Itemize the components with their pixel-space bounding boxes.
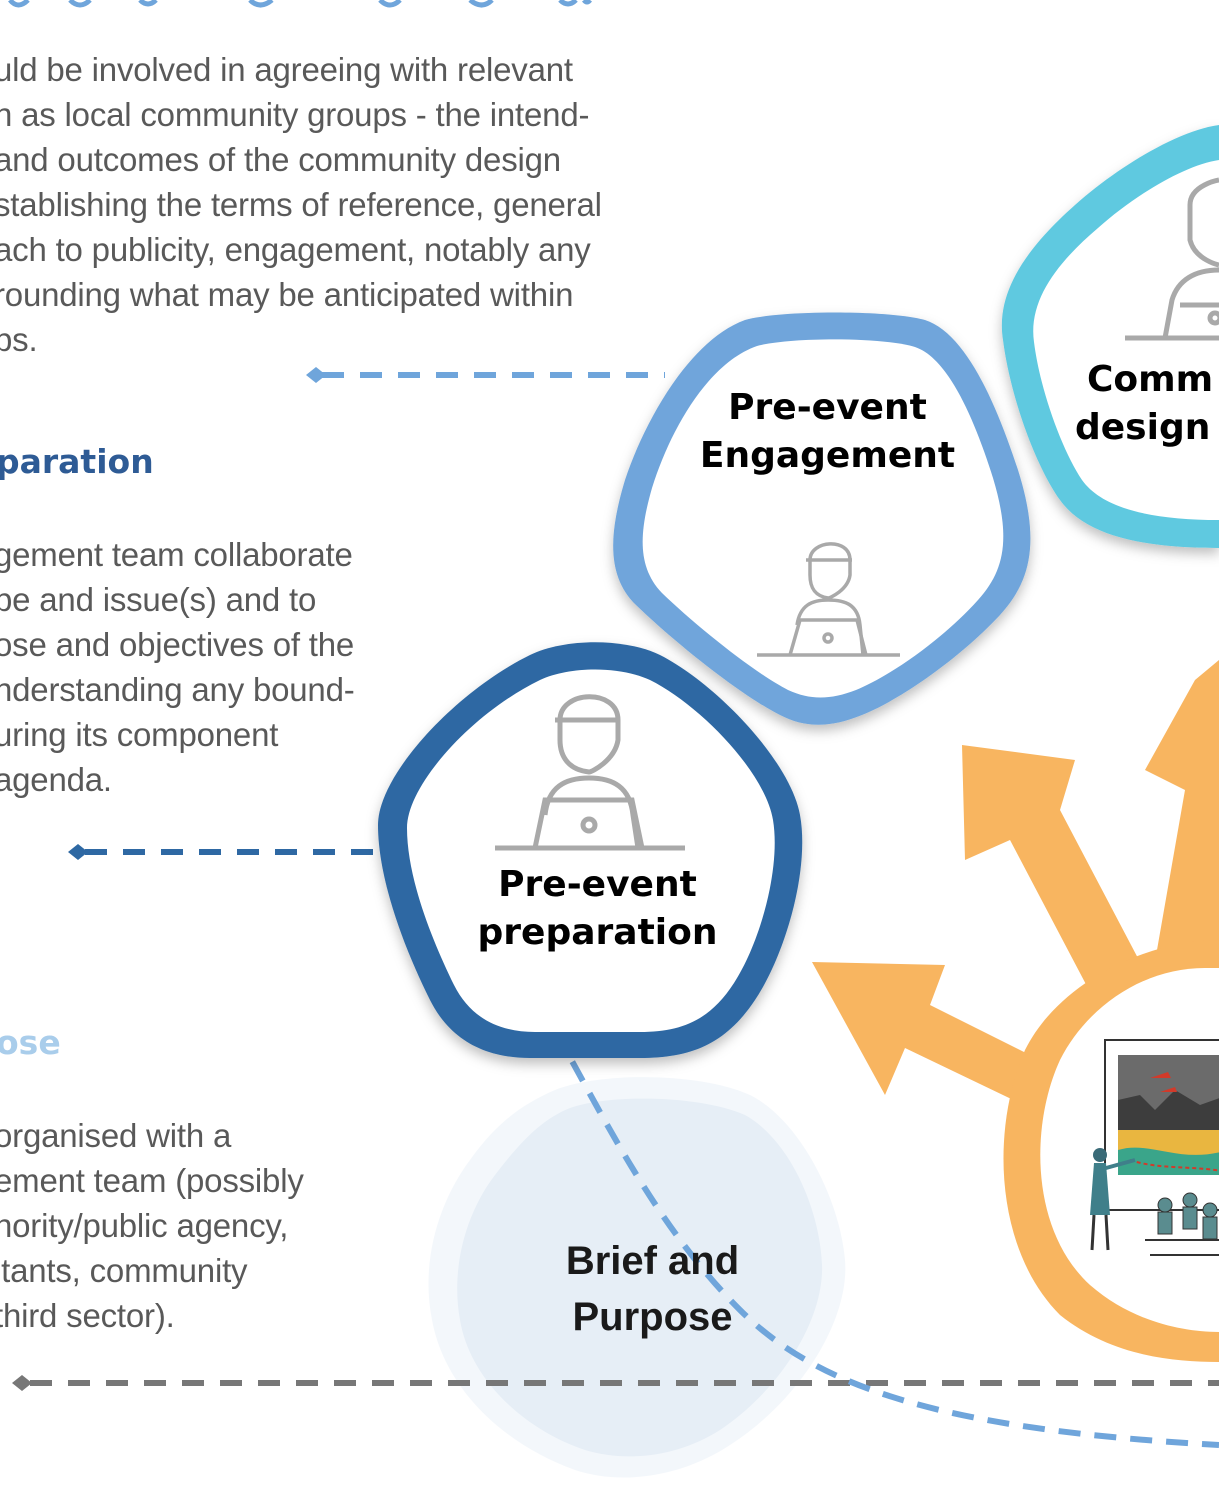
paragraph-line: organised with a [0, 1117, 232, 1154]
label-line: Pre-event [498, 864, 697, 905]
paragraph-line: stablishing the terms of reference, gene… [0, 186, 602, 223]
paragraph-line: nderstanding any bound- [0, 671, 355, 708]
label-line: Engagement [699, 435, 956, 476]
engagement-description: uld be involved in agreeing with relevan… [0, 47, 602, 362]
paragraph-line: pe and issue(s) and to [0, 581, 317, 618]
person-at-laptop-icon [1125, 177, 1219, 341]
paragraph-line: ement team (possibly [0, 1162, 304, 1199]
paragraph-line: ach to publicity, engagement, notably an… [0, 231, 591, 268]
preparation-heading: paration [0, 442, 154, 481]
paragraph-line: ose and objectives of the [0, 626, 355, 663]
label-line: preparation [477, 912, 718, 953]
arrow-icon [812, 962, 1080, 1120]
paragraph-line: uring its component [0, 716, 279, 753]
node-brief-and-purpose [428, 1077, 846, 1478]
label-line: Brief and [565, 1239, 740, 1283]
brief-heading: ose [0, 1023, 61, 1062]
paragraph-line: agenda. [0, 761, 112, 798]
label-line: Comm [1087, 359, 1214, 400]
pre-event-preparation-label: Pre-event preparation [470, 861, 725, 957]
person-at-laptop-icon [495, 694, 685, 851]
paragraph-line: gement team collaborate [0, 536, 353, 573]
connector-lines [68, 367, 665, 860]
paragraph-line: ltants, community [0, 1252, 248, 1289]
brief-and-purpose-label: Brief and Purpose [540, 1233, 765, 1345]
community-design-label: Comm design [1075, 356, 1213, 452]
label-line: design [1075, 407, 1211, 448]
arrow-icon [1145, 660, 1219, 990]
node-pre-event-preparation [378, 642, 803, 1058]
paragraph-line: and outcomes of the community design [0, 141, 561, 178]
paragraph-line: rounding what may be anticipated within [0, 276, 574, 313]
label-line: Purpose [572, 1295, 733, 1339]
node-pre-event-engagement [613, 312, 1031, 725]
connector-diamond [68, 844, 88, 860]
arrow-icon [962, 745, 1160, 1030]
workshop-illustration [1040, 968, 1219, 1332]
connector-diamond [306, 367, 326, 383]
label-line: Pre-event [728, 387, 927, 428]
top-heading-fragment [8, 0, 592, 8]
preparation-description: gement team collaborate pe and issue(s) … [0, 532, 355, 802]
connector-diamond [12, 1375, 32, 1391]
pre-event-engagement-label: Pre-event Engagement [695, 384, 960, 480]
person-at-laptop-icon [757, 542, 900, 657]
paragraph-line: ps. [0, 321, 38, 358]
paragraph-line: n as local community groups - the intend… [0, 96, 590, 133]
paragraph-line: third sector). [0, 1297, 175, 1334]
curved-connector-line [552, 1028, 1219, 1448]
paragraph-line: uld be involved in agreeing with relevan… [0, 51, 573, 88]
node-community-design [1001, 125, 1219, 548]
paragraph-line: hority/public agency, [0, 1207, 289, 1244]
brief-description: organised with a ement team (possibly ho… [0, 1113, 304, 1338]
